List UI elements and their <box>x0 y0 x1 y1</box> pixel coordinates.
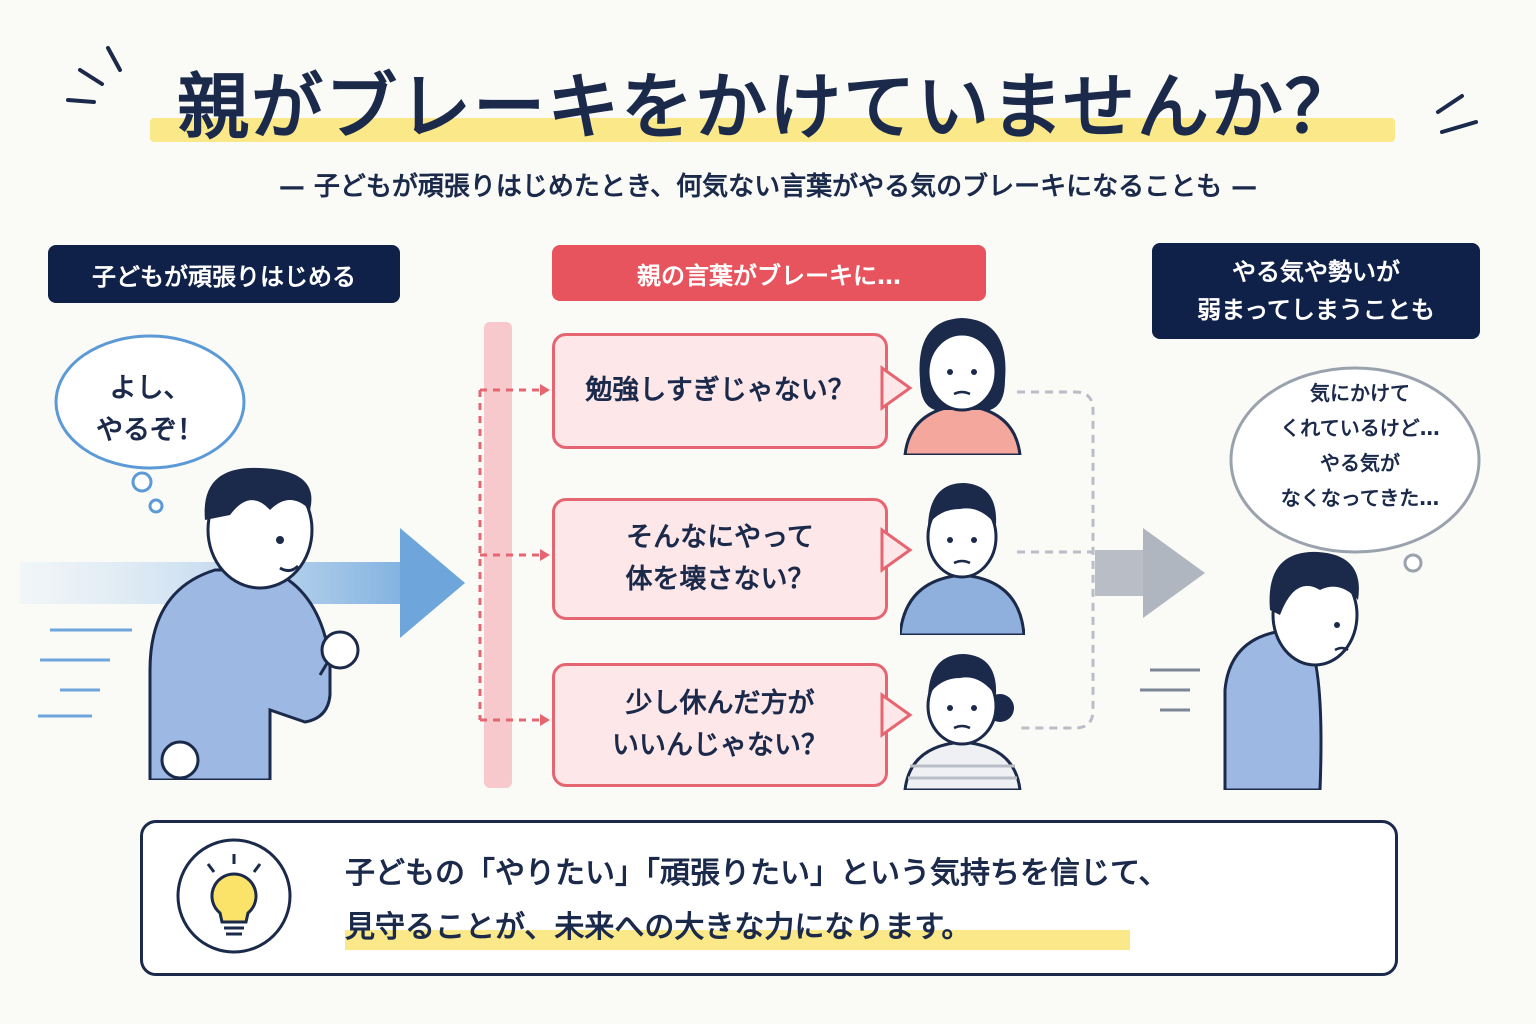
label-motivation-drops: やる気や勢いが 弱まってしまうことも <box>1152 243 1480 339</box>
bubble-3-line2: いいんじゃない？ <box>612 730 828 761</box>
label-right-line1: やる気や勢いが <box>1232 258 1400 286</box>
title-highlight <box>150 118 1395 142</box>
bubble-tails <box>880 365 913 738</box>
speech-bubble-3: 少し休んだ方が いいんじゃない？ <box>552 663 888 787</box>
message-line1: 子どもの「やりたい」「頑張りたい」という気持ちを信じて、 <box>345 856 1169 891</box>
child-discouraged-illustration <box>1140 551 1359 790</box>
thought-right-line3: やる気が <box>1320 451 1400 475</box>
bubble-2-line1: そんなにやって <box>626 522 814 553</box>
thought-right-line1: 気にかけて <box>1310 381 1410 405</box>
bubble-1-line1: 勉強しすぎじゃない？ <box>585 375 855 406</box>
emphasis-lines-left-icon <box>66 46 122 104</box>
thought-bubble-left <box>54 334 246 514</box>
page-subtitle: — 子どもが頑張りはじめたとき、何気ない言葉がやる気のブレーキになることも — <box>278 172 1258 202</box>
bubble-2-line2: 体を壊さない？ <box>625 564 815 595</box>
message-highlight <box>345 930 1130 950</box>
father-worried-illustration <box>900 483 1025 635</box>
bubble-3-line1: 少し休んだ方が <box>625 688 815 719</box>
label-child-starts: 子どもが頑張りはじめる <box>48 245 400 303</box>
message-line2: 見守ることが、未来への大きな力になります。 <box>345 910 972 945</box>
emphasis-lines-right-icon <box>1436 94 1478 134</box>
message-box <box>140 820 1398 976</box>
thought-right-line2: くれているけど… <box>1280 416 1440 440</box>
speech-bubble-1: 勉強しすぎじゃない？ <box>552 333 888 449</box>
mother-worried-illustration <box>903 318 1022 455</box>
label-parent-words: 親の言葉がブレーキに… <box>552 245 986 301</box>
gray-dashed-connectors <box>1017 390 1205 730</box>
woman-worried-illustration <box>903 654 1022 790</box>
label-right-line2: 弱まってしまうことも <box>1197 296 1435 324</box>
thought-right-text: 気にかけて くれているけど… やる気が なくなってきた… <box>1240 376 1480 516</box>
thought-left-line1: よし、 <box>109 373 191 404</box>
child-running-illustration <box>148 467 360 780</box>
thought-right-line4: なくなってきた… <box>1280 486 1440 510</box>
page-title: 親がブレーキをかけていませんか？ <box>177 65 1359 149</box>
speech-bubble-2: そんなにやって 体を壊さない？ <box>552 498 888 620</box>
lightbulb-icon <box>176 838 292 954</box>
red-dashed-connectors <box>478 384 550 726</box>
thought-left-line2: やるぞ！ <box>96 415 204 446</box>
thought-cloud-right <box>1229 366 1481 573</box>
